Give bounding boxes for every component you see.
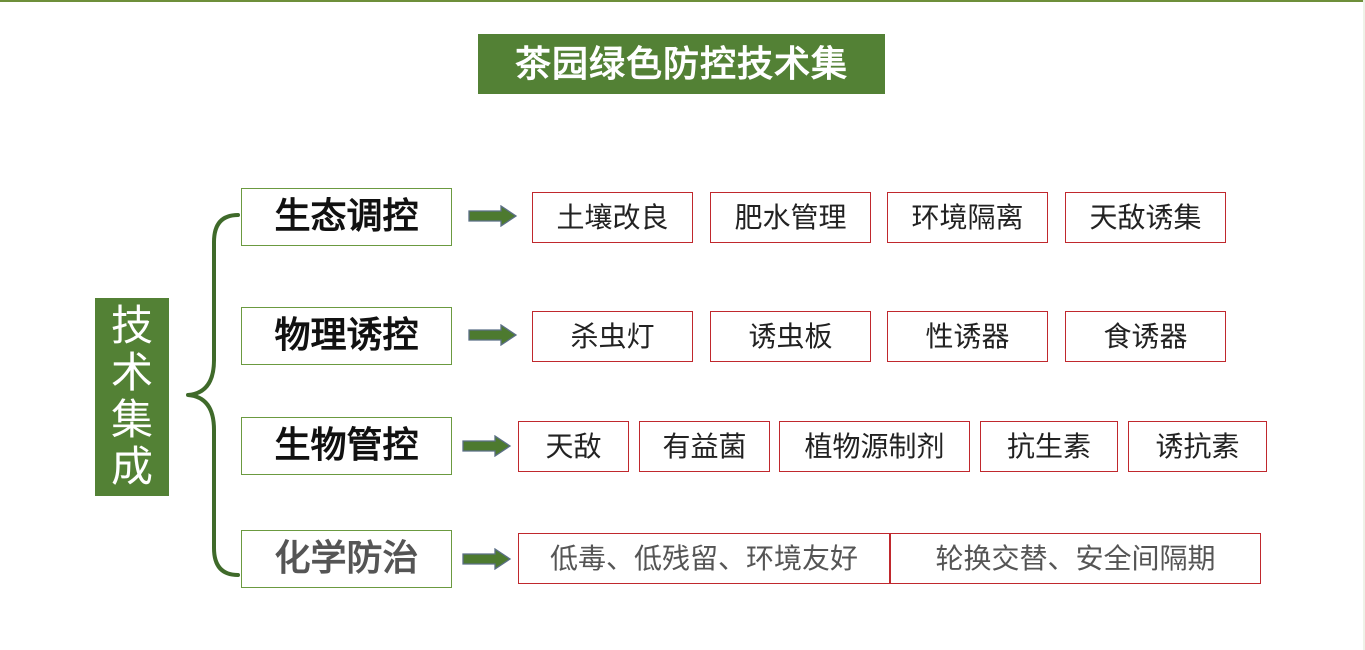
item-resistance-inducer: 诱抗素 — [1128, 421, 1267, 472]
item-insect-lamp: 杀虫灯 — [532, 311, 693, 362]
item-natural-enemies: 天敌 — [518, 421, 629, 472]
side-label-text: 技术集成 — [110, 301, 153, 491]
item-pheromone-trap: 性诱器 — [887, 311, 1048, 362]
arrow-right-icon — [462, 548, 512, 570]
item-food-trap: 食诱器 — [1065, 311, 1226, 362]
item-soil-improvement: 土壤改良 — [532, 192, 693, 243]
item-fertilizer-water-management: 肥水管理 — [710, 192, 871, 243]
item-low-toxicity: 低毒、低残留、环境友好 — [518, 533, 890, 584]
item-beneficial-bacteria: 有益菌 — [639, 421, 770, 472]
item-natural-enemy-attraction: 天敌诱集 — [1065, 192, 1226, 243]
arrow-right-icon — [462, 435, 512, 457]
item-sticky-board: 诱虫板 — [710, 311, 871, 362]
category-ecological-control: 生态调控 — [241, 188, 452, 246]
arrow-right-icon — [468, 205, 518, 227]
item-rotation-safety-interval: 轮换交替、安全间隔期 — [890, 533, 1261, 584]
category-biological-control: 生物管控 — [241, 417, 452, 475]
arrow-right-icon — [468, 324, 518, 346]
item-environment-isolation: 环境隔离 — [887, 192, 1048, 243]
side-label-box: 技术集成 — [95, 298, 169, 496]
top-border-line — [0, 0, 1365, 2]
item-botanical-agent: 植物源制剂 — [779, 421, 970, 472]
right-edge-line — [1363, 0, 1365, 650]
curly-brace — [186, 213, 240, 577]
title-banner: 茶园绿色防控技术集 成 — [478, 34, 885, 94]
category-chemical-control: 化学防治 — [241, 530, 452, 588]
item-antibiotic: 抗生素 — [980, 421, 1118, 472]
category-physical-trapping: 物理诱控 — [241, 307, 452, 365]
title-text: 茶园绿色防控技术集 — [514, 43, 848, 85]
